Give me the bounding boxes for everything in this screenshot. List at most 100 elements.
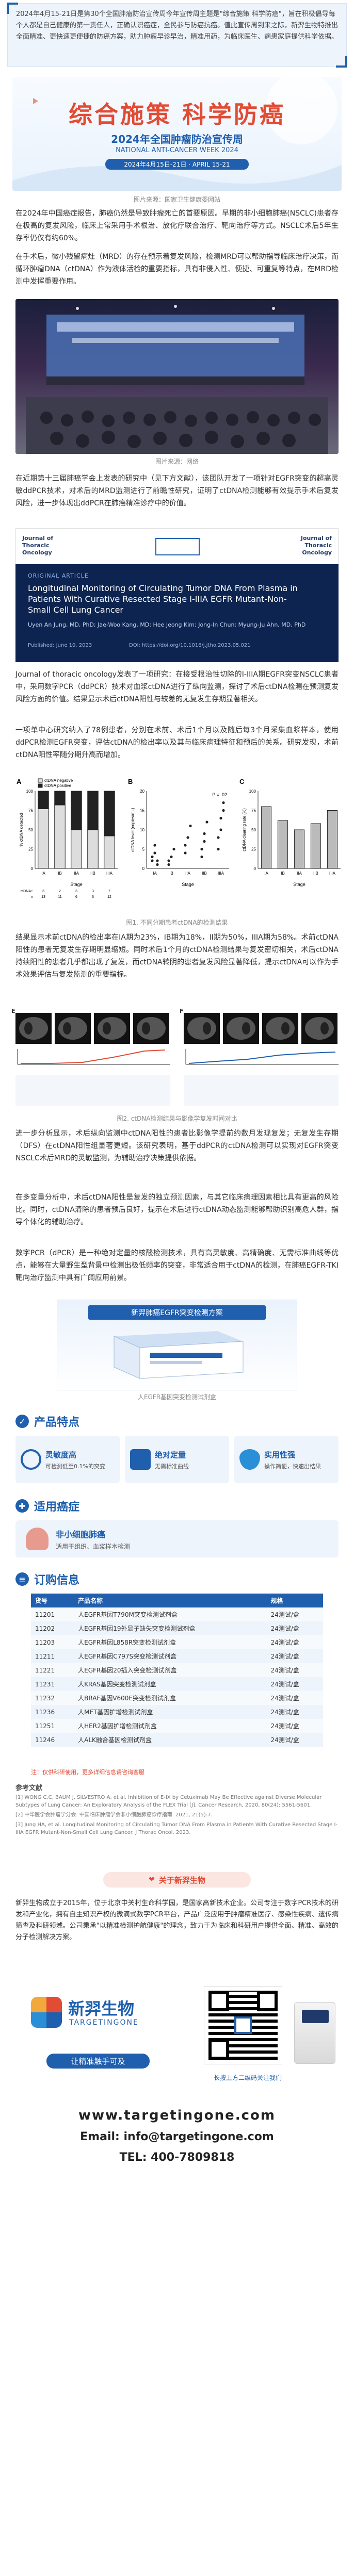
check-icon: ✓ xyxy=(15,1415,29,1428)
tick-label: IIA xyxy=(297,871,302,876)
data-point xyxy=(186,836,189,839)
paragraph-2: 在手术后，微小残留病灶（MRD）的存在预示着复发风险，检测MRD可以帮助指导临床… xyxy=(15,253,339,286)
table-cell: 11203 xyxy=(35,1638,55,1646)
x-axis-label: Stage xyxy=(293,882,305,887)
device-image xyxy=(294,2002,335,2064)
tick-label: IB xyxy=(169,871,173,876)
stage-caption: 图片来源：网络 xyxy=(155,458,199,465)
table-cell: 人EGFR基因L858R突变检测试剂盒 xyxy=(78,1639,176,1646)
ct-scan-figure-icon xyxy=(15,1013,339,1106)
feature-list: 灵敏度高可检测低至0.1%的突变 绝对定量无需标准曲线 实用性强操作简便，快速出… xyxy=(15,1436,339,1483)
paper-tag: ORIGINAL ARTICLE xyxy=(28,572,89,579)
references-heading: 参考文献 xyxy=(15,1784,43,1792)
week-banner: 综合施策 科学防癌 2024年全国肿瘤防治宣传周 NATIONAL ANTI-C… xyxy=(12,77,342,191)
table-cell: 11232 xyxy=(35,1694,55,1702)
table-cell: 2 xyxy=(59,890,61,893)
cart-icon: ≡ xyxy=(15,1572,29,1586)
y-axis-label: ctDNA clearing rate (%) xyxy=(242,808,247,851)
qr-code-icon[interactable] xyxy=(204,1986,282,2064)
tick-label: IIB xyxy=(313,871,318,876)
paragraph-8: 在多变量分析中，术后ctDNA阳性是复发的独立预测因素，与其它临床病理因素相比具… xyxy=(15,1193,339,1226)
table-cell: 人EGFR基因C797S突变检测试剂盒 xyxy=(78,1653,177,1660)
paper-authors: Uyen An Jung, MD, PhD; Jae-Woo Kang, MD;… xyxy=(28,621,306,628)
feature-card-quantification: 绝对定量无需标准曲线 xyxy=(125,1436,229,1483)
bar xyxy=(54,791,66,806)
data-point xyxy=(203,832,206,835)
paragraph-6: 结果显示术前ctDNA的检出率在IA期为23%，IB期为18%，II期为50%，… xyxy=(15,933,339,979)
tick-label: 25 xyxy=(28,847,33,852)
table-cell: 24测试/盒 xyxy=(270,1736,299,1744)
contact-web[interactable]: www.targetingone.com xyxy=(78,2108,276,2123)
tick-label: 0 xyxy=(31,866,34,871)
application-desc: 适用于组织、血浆样本检测 xyxy=(56,1543,131,1550)
tick-label: 20 xyxy=(140,789,144,794)
tick-label: IA xyxy=(153,871,157,876)
tick-label: IIA xyxy=(185,871,190,876)
figure-2-panel-label-e: E xyxy=(11,1008,15,1014)
bar xyxy=(87,791,99,830)
references-list: [1] WONG C.C, BAUM J, SILVESTRO A, et al… xyxy=(15,1794,339,1836)
data-point xyxy=(172,847,175,851)
figure-2-panel-label-f: F xyxy=(180,1008,184,1014)
paragraph-1: 在2024年中国癌症报告，肺癌仍然是导致肿瘤死亡的首要原因。早期的非小细胞肺癌(… xyxy=(15,209,339,242)
tick-label: IIB xyxy=(90,871,95,876)
data-point xyxy=(189,824,192,828)
annotation: P = .02 xyxy=(212,792,227,797)
lung-icon: ✚ xyxy=(15,1499,29,1513)
paper-doi[interactable]: DOI: https://doi.org/10.1016/j.jtho.2023… xyxy=(129,643,251,648)
banner-subtitle-cn: 2024年全国肿瘤防治宣传周 xyxy=(111,133,243,145)
paper-published: Published: June 10, 2023 xyxy=(28,643,92,648)
tick-label: 0 xyxy=(254,866,256,871)
tick-label: IB xyxy=(58,871,62,876)
bar xyxy=(38,791,49,809)
contact-email[interactable]: Email: info@targetingone.com xyxy=(80,2130,274,2143)
bar xyxy=(71,829,82,869)
tick-label: IA xyxy=(41,871,45,876)
about-text: 新羿生物成立于2015年，位于北京中关村生命科学园，是国家高新技术企业。公司专注… xyxy=(15,1899,339,1941)
table-cell: 24测试/盒 xyxy=(270,1611,299,1618)
banner-subtitle-en: NATIONAL ANTI-CANCER WEEK 2024 xyxy=(116,146,238,154)
table-cell: 11251 xyxy=(35,1722,55,1730)
table-cell: 11201 xyxy=(35,1611,55,1618)
x-axis-label: Stage xyxy=(182,882,194,887)
table-cell: 11231 xyxy=(35,1680,55,1688)
data-point xyxy=(219,828,222,831)
table-cell: 7 xyxy=(108,890,110,893)
data-point xyxy=(205,821,208,824)
shield-icon xyxy=(239,1449,260,1470)
banner-decoration-icon xyxy=(12,77,342,191)
paragraph-4: Journal of thoracic oncology发表了一项研究：在接受根… xyxy=(15,670,339,703)
table-cell: 人MET基因扩增检测试剂盒 xyxy=(78,1709,153,1716)
table-row-label: n xyxy=(31,895,33,899)
reference-item: [1] WONG C.C, BAUM J, SILVESTRO A, et al… xyxy=(15,1795,322,1808)
data-point xyxy=(156,863,159,866)
table-cell: 6 xyxy=(92,895,94,899)
table-cell: 人EGFR基因19外显子缺失突变检测试剂盒 xyxy=(78,1625,196,1632)
contact-tel[interactable]: TEL: 400-7809818 xyxy=(119,2151,235,2164)
features-heading: ✓ 产品特点 xyxy=(15,1413,79,1430)
application-item: 非小细胞肺癌 xyxy=(56,1529,106,1539)
bar xyxy=(310,823,321,869)
table-cell: 24测试/盒 xyxy=(270,1639,299,1646)
legend-label: ctDNA negative xyxy=(44,778,73,783)
data-point xyxy=(167,859,170,862)
y-axis-label: ctDNA level (copies/mL) xyxy=(131,808,135,852)
reference-item: [2] 中华医学会肿瘤学分会. 中国临床肿瘤学会非小细胞肺癌诊疗指南. 2021… xyxy=(15,1812,213,1818)
paragraph-7: 进一步分析显示，术后纵向监测中ctDNA阳性的患者比影像学提前约数月发现复发；无… xyxy=(15,1129,339,1162)
tick-label: 100 xyxy=(26,789,34,794)
table-cell: 11211 xyxy=(35,1652,55,1660)
intro-box: 2024年4月15-21日是第30个全国肿瘤防治宣传周今年宣传周主题是"综合施策… xyxy=(7,3,347,68)
tick-label: 75 xyxy=(28,809,33,813)
tick-label: 0 xyxy=(142,866,145,871)
bar xyxy=(38,809,49,869)
data-point xyxy=(153,851,156,855)
application-card: 非小细胞肺癌 适用于组织、血浆样本检测 xyxy=(15,1520,339,1557)
table-cell: 24测试/盒 xyxy=(270,1695,299,1702)
bar xyxy=(54,805,66,869)
data-point xyxy=(184,844,187,847)
